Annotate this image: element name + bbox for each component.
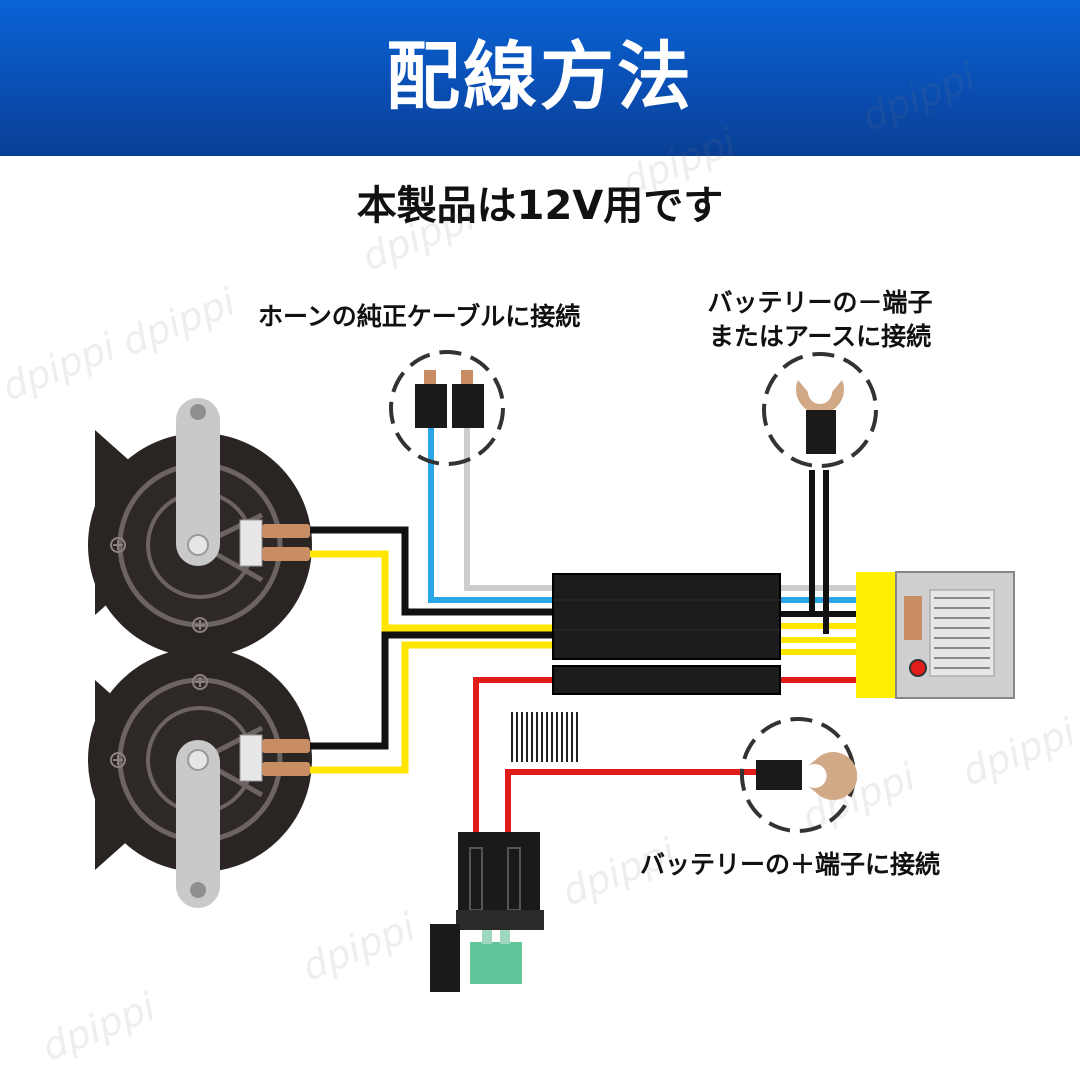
wire-bundle-label (510, 712, 578, 762)
horn-bottom (88, 648, 312, 908)
battery-negative-label-line1: バッテリーの－端子 (707, 288, 933, 317)
positive-terminal (740, 717, 858, 833)
negative-terminal (762, 352, 878, 468)
horn-cable-label: ホーンの純正ケーブルに接続 (258, 302, 581, 331)
title-banner: 配線方法 (0, 0, 1080, 156)
battery-negative-label-line2: またはアースに接続 (708, 322, 932, 351)
fuse-holder (430, 832, 544, 992)
harness-box (552, 573, 781, 695)
horn-cable-connector (389, 350, 505, 466)
battery-positive-label: バッテリーの＋端子に接続 (640, 850, 941, 879)
page-title: 配線方法 (386, 34, 694, 120)
horn-top (88, 398, 312, 657)
wires (310, 428, 860, 834)
voltage-note: 本製品は12V用です (356, 183, 724, 229)
relay (856, 571, 1015, 699)
battery-negative-label: バッテリーの－端子 またはアースに接続 (690, 286, 950, 354)
